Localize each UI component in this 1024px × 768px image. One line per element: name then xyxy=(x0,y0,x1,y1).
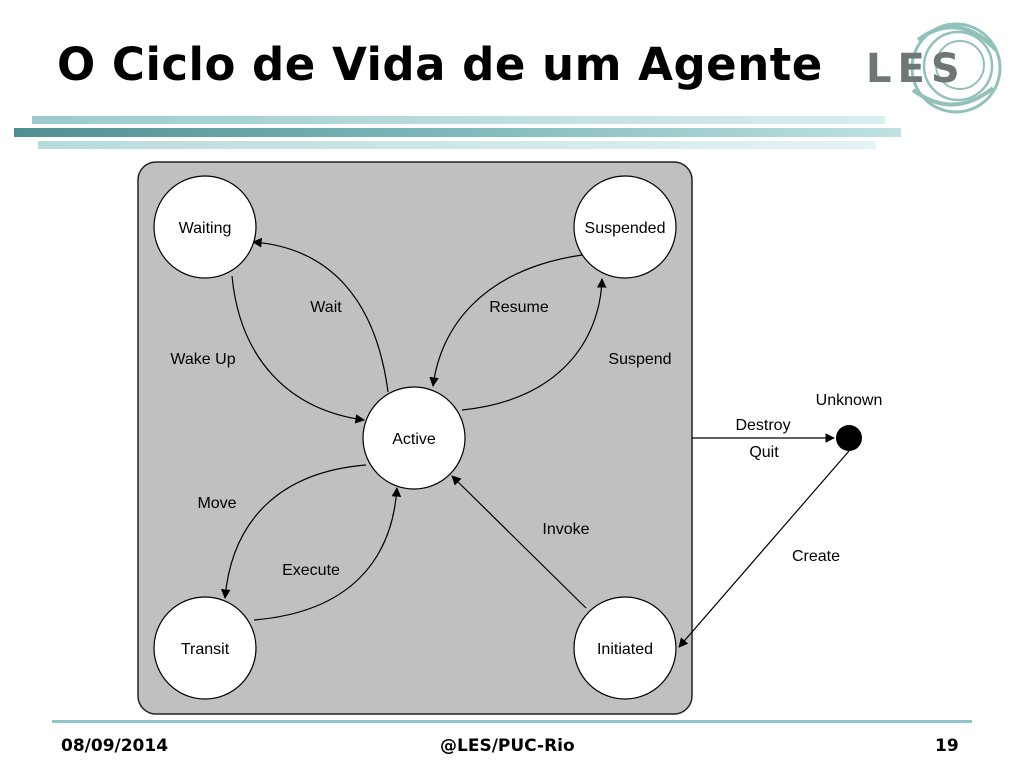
label-active: Active xyxy=(392,431,436,448)
footer-rule xyxy=(52,720,972,723)
label-transit: Transit xyxy=(181,641,230,658)
state-active xyxy=(362,386,466,490)
header-rule-top xyxy=(32,116,885,124)
label-invoke: Invoke xyxy=(542,521,589,538)
edge-invoke xyxy=(451,475,587,609)
state-transit xyxy=(153,596,257,700)
edge-create xyxy=(678,450,850,648)
label-wait: Wait xyxy=(310,299,342,316)
label-suspend: Suspend xyxy=(608,351,671,368)
state-unknown-node xyxy=(836,425,862,451)
label-initiated: Initiated xyxy=(597,641,653,658)
edge-wait xyxy=(252,237,389,393)
les-logo: LES xyxy=(866,22,1002,114)
state-suspended xyxy=(573,175,677,279)
label-destroy: Destroy xyxy=(735,417,790,434)
logo-text: LES xyxy=(866,46,966,92)
header-rule-bottom xyxy=(38,141,876,149)
label-quit: Quit xyxy=(749,444,779,461)
label-create: Create xyxy=(792,548,840,565)
label-move: Move xyxy=(197,495,236,512)
label-execute: Execute xyxy=(282,562,340,579)
footer-center: @LES/PUC-Rio xyxy=(440,736,575,756)
label-unknown: Unknown xyxy=(816,392,883,409)
edge-wake-up xyxy=(231,275,365,424)
edge-resume xyxy=(429,254,583,387)
label-resume: Resume xyxy=(489,299,549,316)
label-wake-up: Wake Up xyxy=(170,351,235,368)
label-waiting: Waiting xyxy=(179,220,232,237)
page-number: 19 xyxy=(935,736,959,756)
edge-move xyxy=(220,464,367,599)
header-rule-main xyxy=(14,128,901,137)
edge-suspend xyxy=(461,278,607,411)
edge-execute xyxy=(253,487,402,621)
slide-title: O Ciclo de Vida de um Agente xyxy=(57,38,823,91)
state-waiting xyxy=(153,175,257,279)
label-suspended: Suspended xyxy=(585,220,666,237)
footer-date: 08/09/2014 xyxy=(61,736,169,756)
state-initiated xyxy=(573,596,677,700)
